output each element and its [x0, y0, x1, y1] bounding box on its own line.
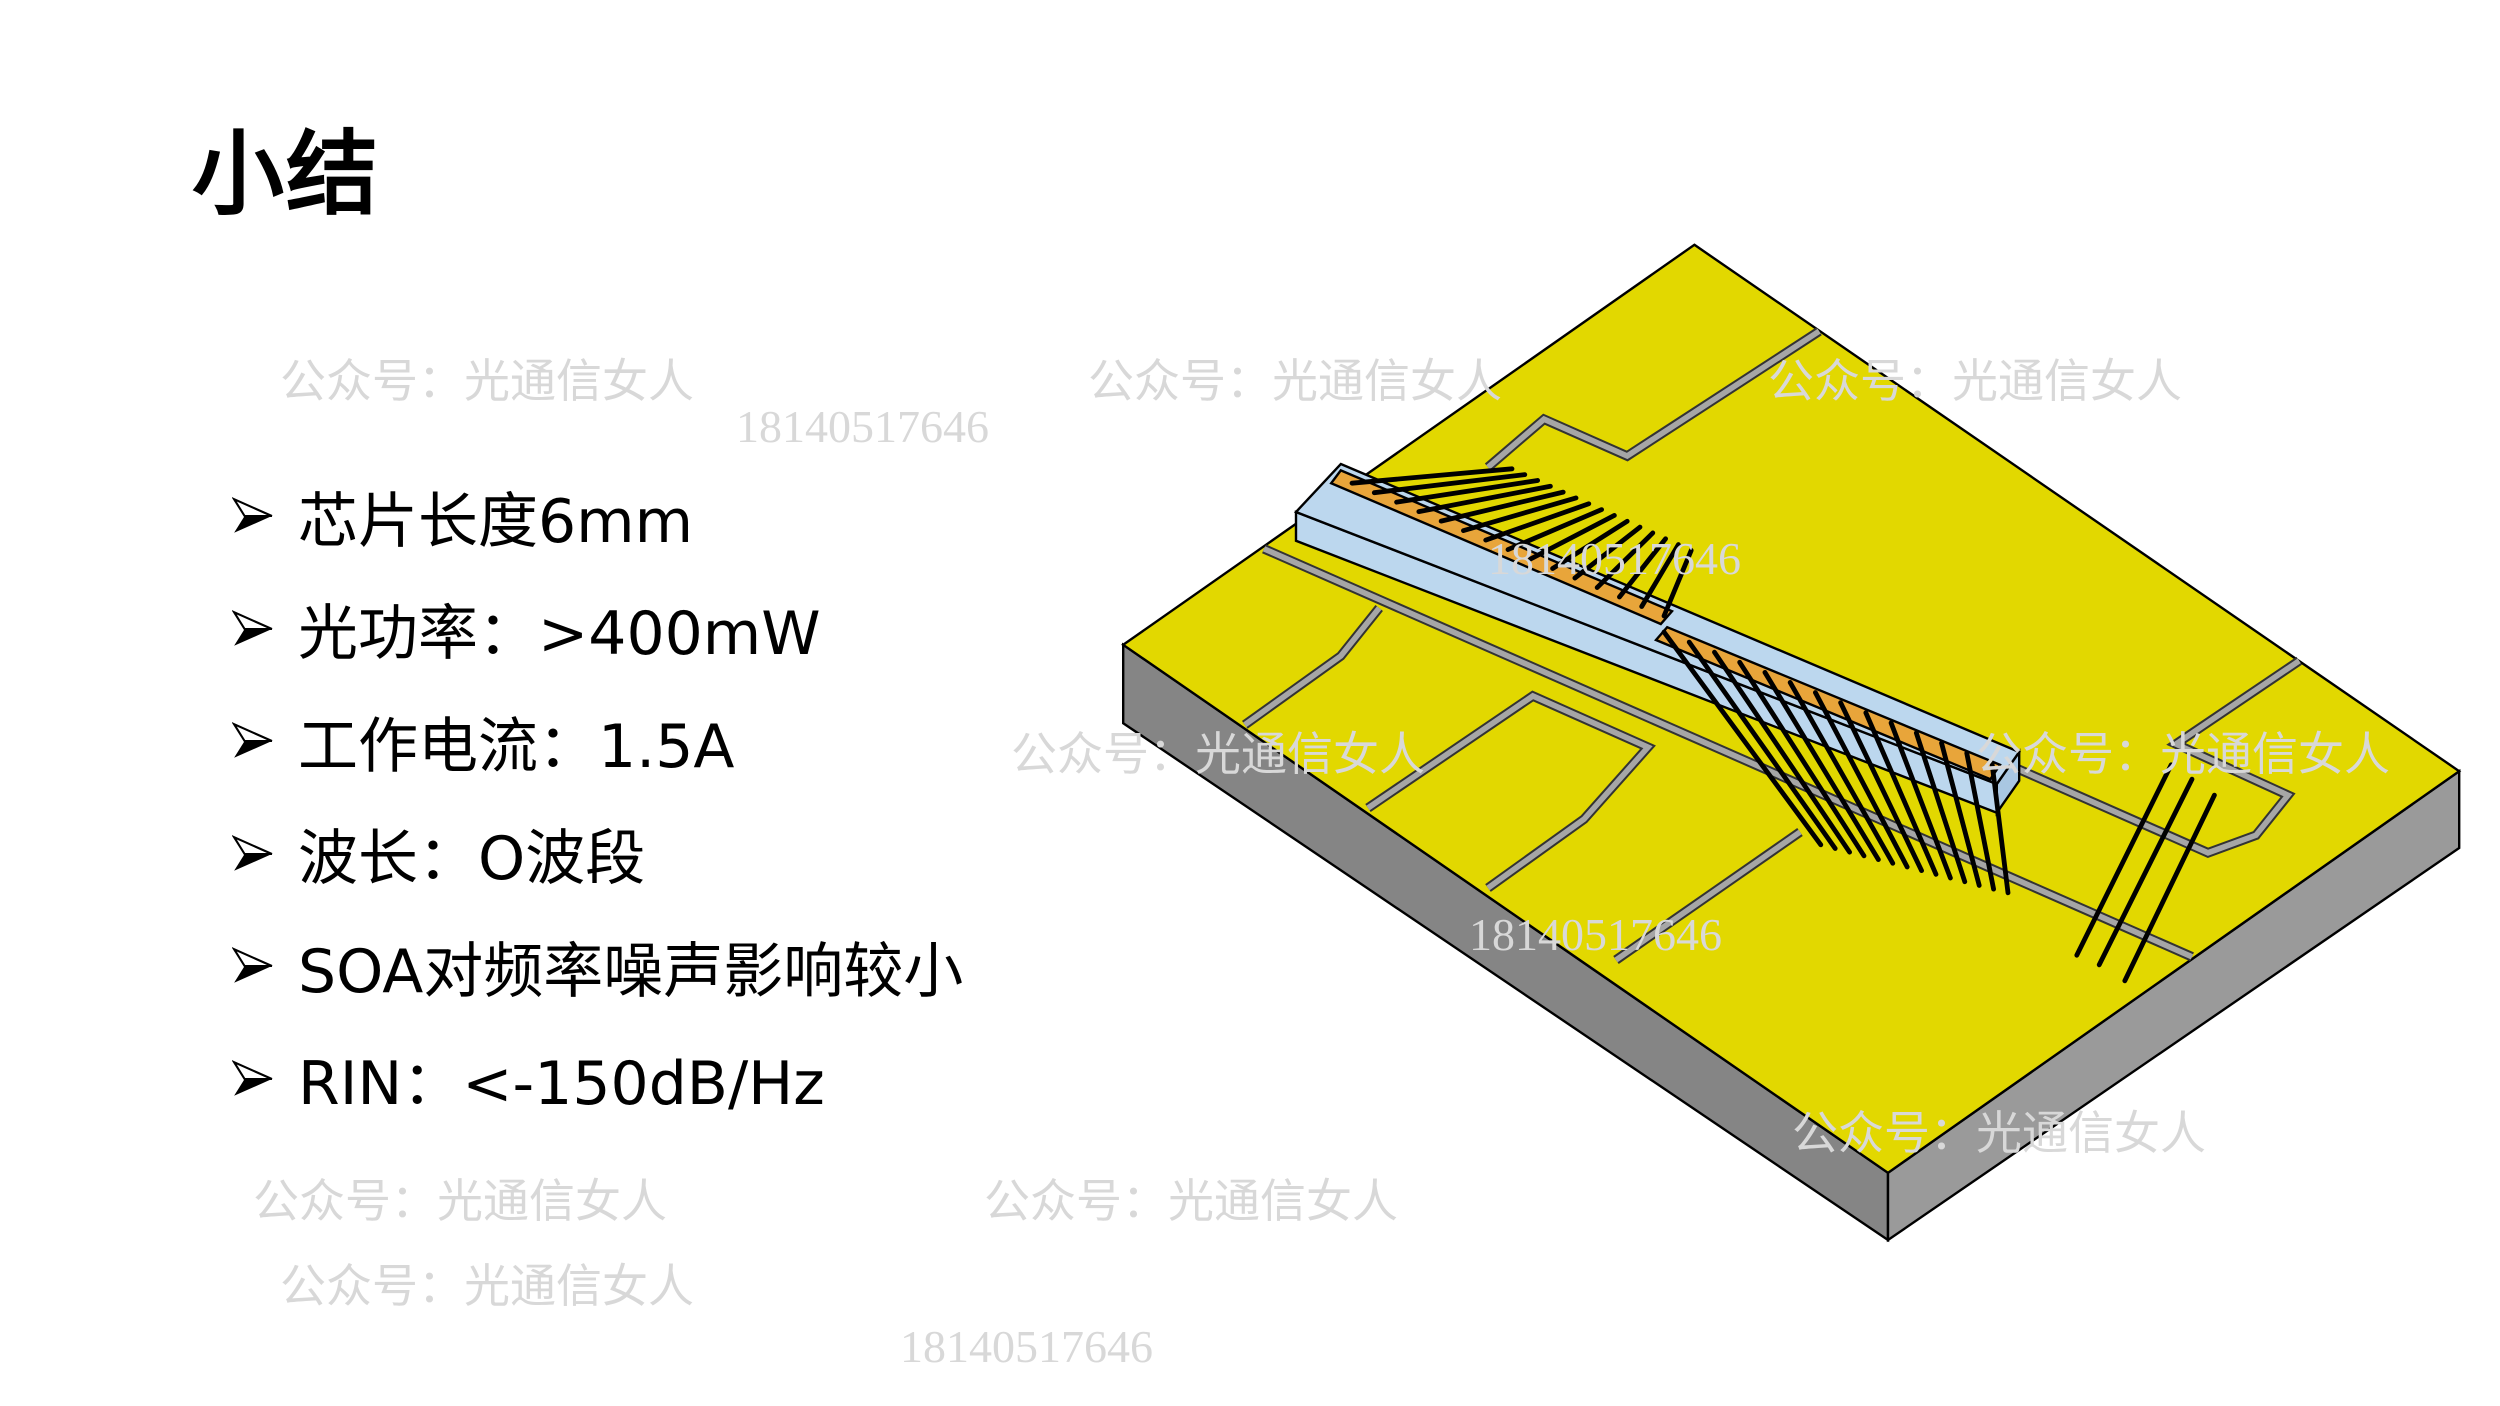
bond-wire [1483, 501, 1592, 543]
bond-wire [1617, 536, 1669, 600]
bond-wire [1527, 513, 1617, 562]
bullet-item: 光功率：>400mW [232, 573, 963, 686]
arrow-bullet-icon [232, 497, 273, 534]
gold-traces [1242, 327, 2302, 964]
bond-wire [1394, 478, 1541, 505]
arrow-bullet-icon [232, 609, 273, 646]
bond-wire [2096, 776, 2195, 968]
watermark-account: 公众号：光通信女人 [984, 1174, 1398, 1228]
bullet-text: 工作电流：1.5A [298, 711, 735, 782]
bond-wire [1594, 530, 1656, 590]
bond-wire [1639, 542, 1681, 609]
bond-wire [1863, 710, 1939, 877]
watermark-account: 公众号：光通信女人 [1768, 354, 2182, 408]
bullet-item: 波长：O波段 [232, 798, 963, 911]
bond-wire [1686, 639, 1838, 851]
page-title: 小结 [192, 121, 381, 228]
arrow-bullet-icon [232, 947, 273, 984]
bond-wire [1838, 700, 1925, 874]
bond-wire [1371, 472, 1528, 496]
watermark-phone: 18140517646 [900, 1321, 1153, 1372]
bond-wire [1762, 669, 1881, 862]
bond-wire [1888, 720, 1953, 881]
bond-wire [1712, 649, 1853, 855]
watermark-phone: 18140517646 [1488, 533, 1741, 584]
bullet-item: 芯片长度6mm [232, 460, 963, 573]
bond-wire [1812, 690, 1910, 870]
bond-wire [1505, 507, 1605, 552]
bond-wire [1939, 740, 1982, 888]
watermark-account: 公众号：光通信女人 [280, 354, 694, 408]
bond-wire [2074, 762, 2174, 958]
bond-wire [1438, 489, 1566, 524]
watermark-account: 公众号：光通信女人 [1792, 1106, 2206, 1160]
bond-wires [1349, 466, 2217, 984]
bullet-item: SOA对频率噪声影响较小 [232, 910, 963, 1023]
watermark-account: 公众号：光通信女人 [253, 1174, 667, 1228]
summary-list: 芯片长度6mm 光功率：>400mW 工作电流：1.5A 波长：O波段 SOA对频率噪声… [232, 460, 963, 1135]
bond-wire [1416, 483, 1553, 515]
bond-wire [1989, 760, 2011, 896]
arrow-bullet-icon [232, 834, 273, 871]
bullet-text: RIN：<-150dB/Hz [298, 1049, 825, 1120]
watermark-account: 公众号：光通信女人 [1011, 727, 1425, 781]
watermark-account: 公众号：光通信女人 [1976, 727, 2390, 781]
bullet-item: RIN：<-150dB/Hz [232, 1023, 963, 1136]
bond-wire [1461, 495, 1579, 534]
bond-wire [1349, 466, 1515, 486]
bond-wire [1661, 629, 1824, 848]
watermark-phone: 18140517646 [736, 401, 989, 452]
bullet-item: 工作电流：1.5A [232, 685, 963, 798]
bond-wire [1661, 548, 1694, 619]
bond-wire [1913, 730, 1968, 885]
bullet-text: 波长：O波段 [298, 824, 646, 895]
bond-wire [2122, 792, 2217, 984]
bond-wire [1550, 518, 1630, 571]
watermark-phone: 18140517646 [1469, 909, 1722, 960]
watermark-account: 公众号：光通信女人 [1088, 354, 1502, 408]
bond-wire [1787, 680, 1896, 866]
bullet-text: SOA对频率噪声影响较小 [298, 936, 964, 1007]
bond-wire [1737, 659, 1867, 859]
bullet-text: 光功率：>400mW [298, 599, 821, 670]
bond-wire [1572, 524, 1643, 581]
arrow-bullet-icon [232, 722, 273, 759]
watermark-account: 公众号：光通信女人 [280, 1259, 694, 1313]
bond-wire [1964, 750, 1997, 892]
bullet-text: 芯片长度6mm [298, 486, 694, 557]
arrow-bullet-icon [232, 1059, 273, 1096]
